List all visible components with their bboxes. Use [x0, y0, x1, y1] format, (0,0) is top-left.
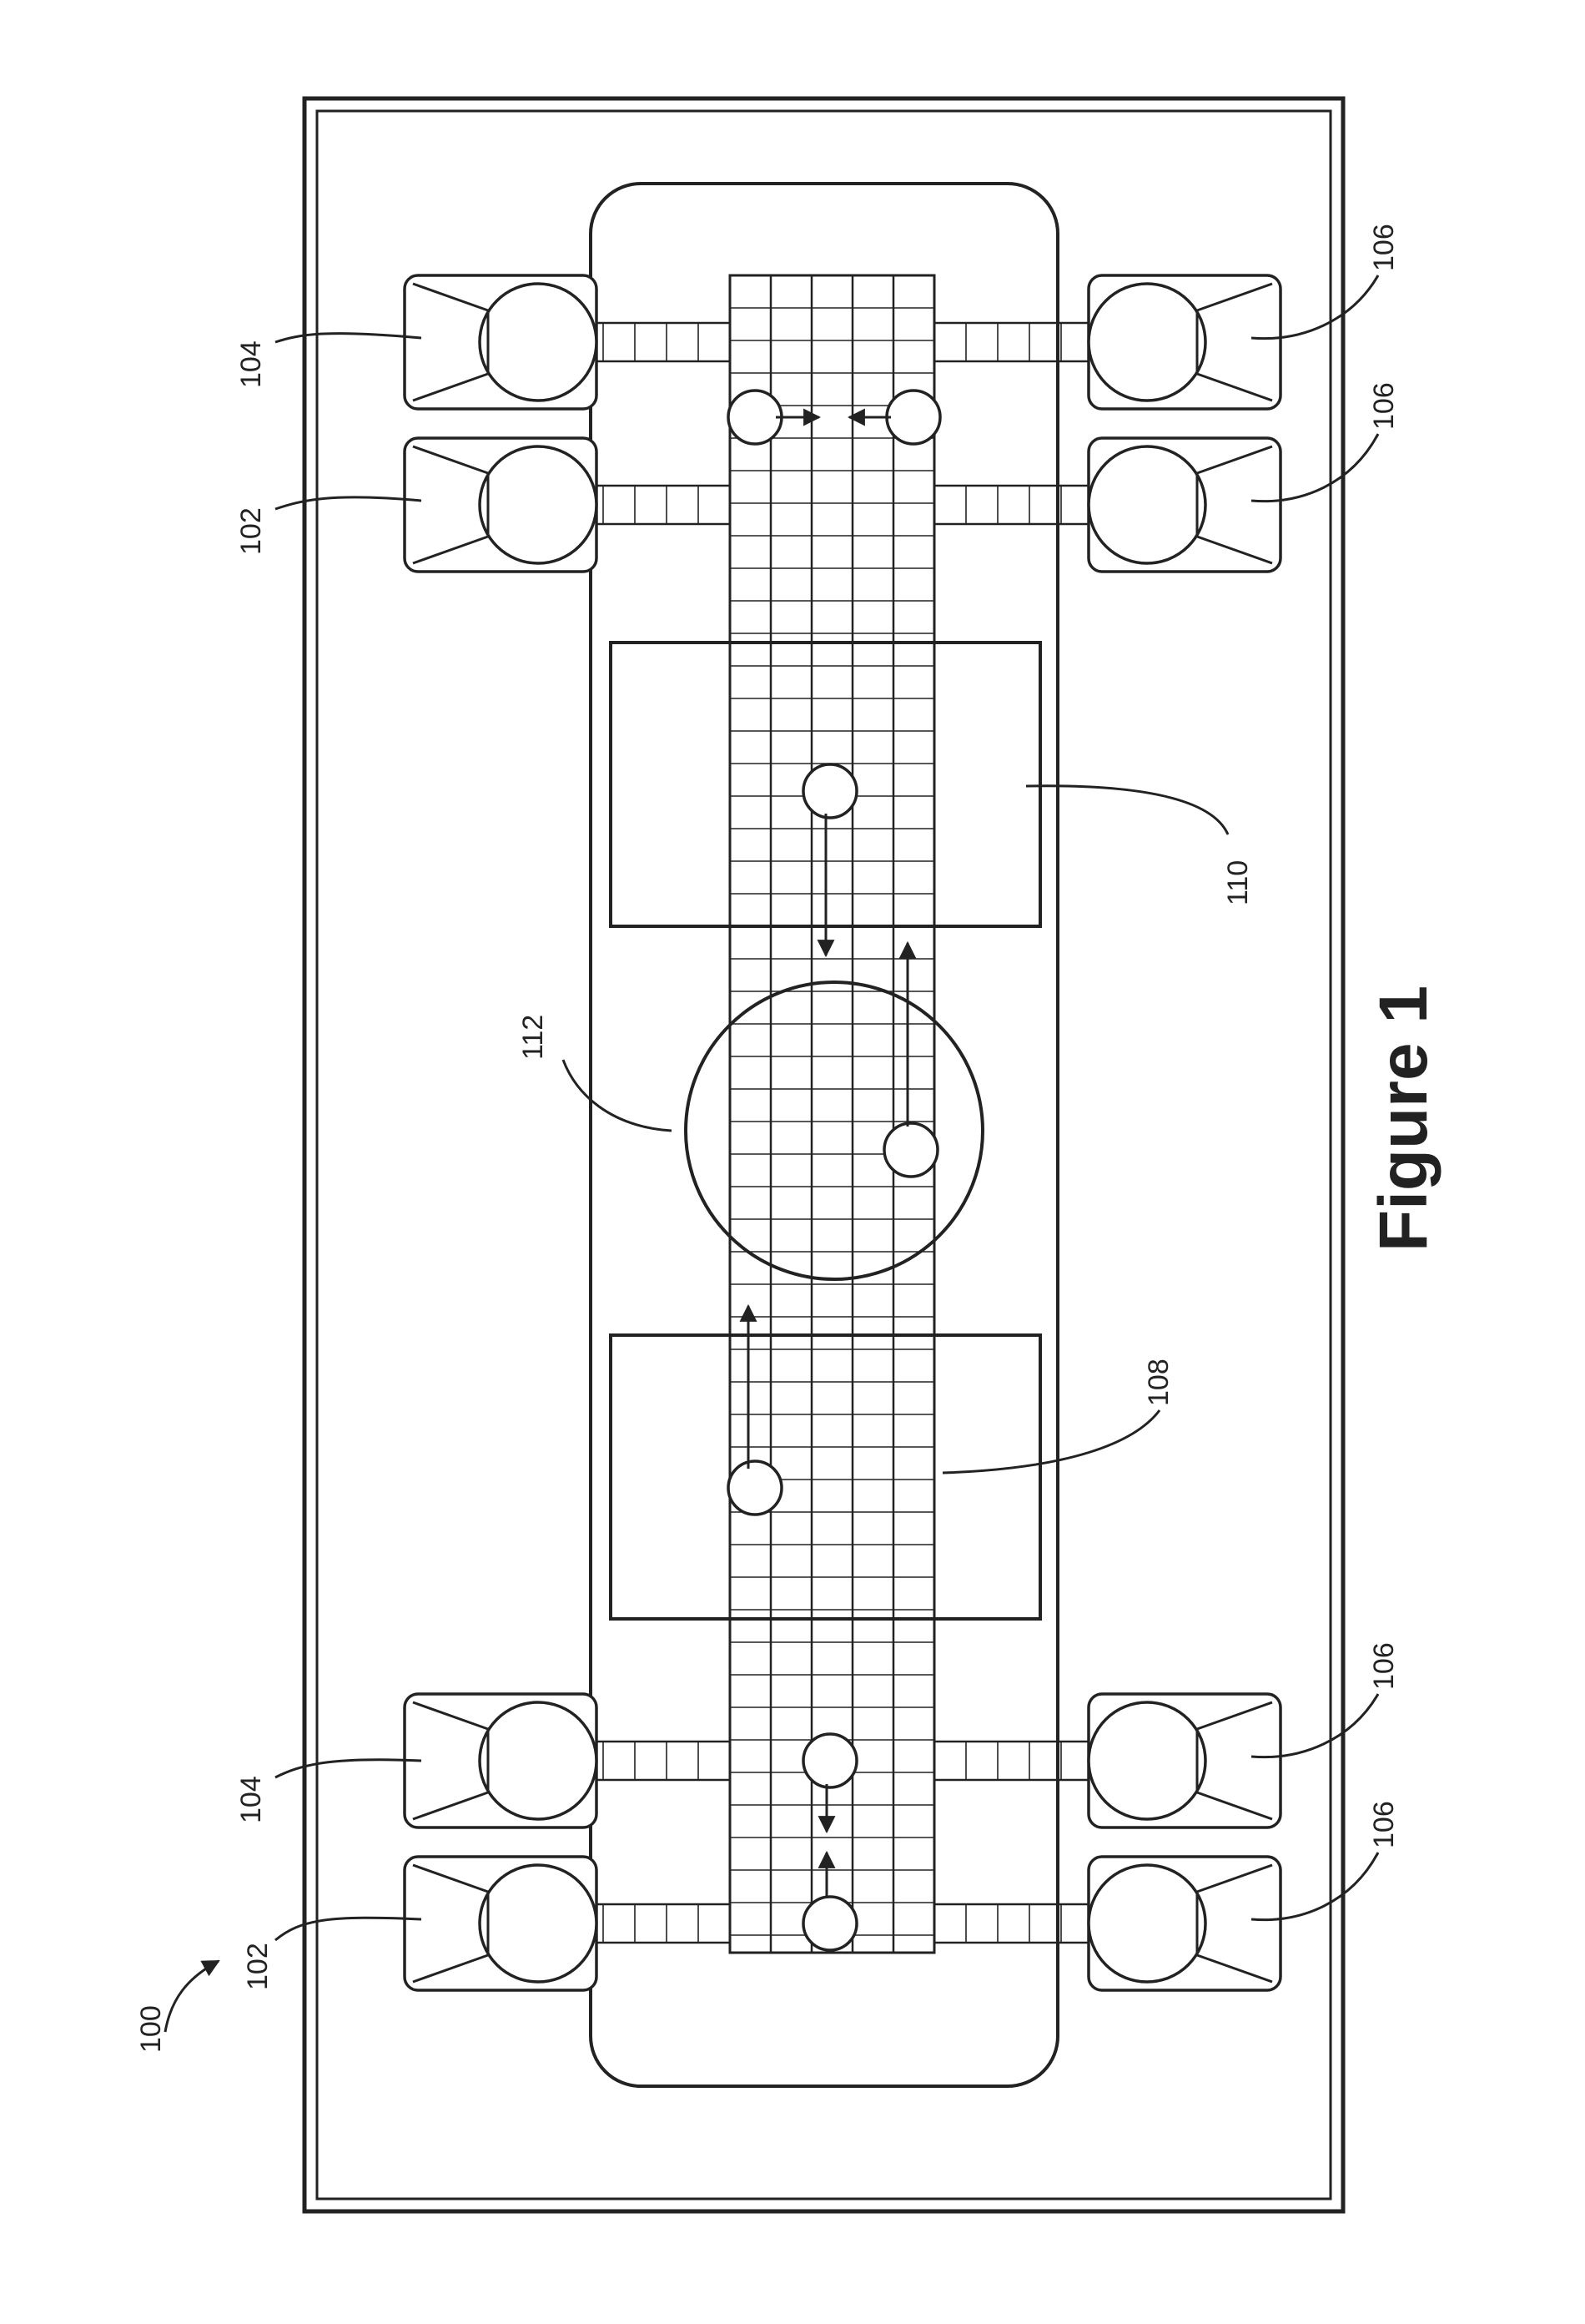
reservoir: [405, 1857, 596, 1990]
droplet: [803, 1897, 857, 1950]
label-104-bottom: 104: [235, 1776, 267, 1823]
label-102-top: 102: [235, 507, 267, 555]
side-channel: [934, 1742, 1093, 1780]
side-channel: [934, 1904, 1093, 1943]
label-112: 112: [517, 1015, 549, 1060]
label-106-top2: 106: [1368, 382, 1400, 430]
reservoirs: [405, 275, 1281, 1990]
side-channel: [934, 323, 1093, 361]
leader-102-top: [275, 497, 421, 509]
electrode-grid: [730, 275, 934, 1953]
reservoir-well: [1089, 284, 1205, 401]
droplet: [728, 1461, 782, 1515]
figure-caption: Figure 1: [1366, 986, 1442, 1252]
reservoir-well: [480, 1702, 596, 1819]
leader-104-top: [275, 334, 421, 342]
reservoir-well: [480, 284, 596, 401]
droplet: [887, 391, 940, 444]
leader-100: [165, 1961, 219, 2032]
droplets: [728, 391, 940, 1950]
reservoir-well: [1089, 446, 1205, 563]
droplet: [728, 391, 782, 444]
substrate-panel: [591, 184, 1058, 2086]
leader-104-bottom: [275, 1760, 421, 1777]
label-108: 108: [1143, 1359, 1175, 1406]
reservoir-well: [480, 1865, 596, 1982]
droplet: [803, 764, 857, 818]
side-channel: [934, 486, 1093, 524]
droplet: [884, 1123, 938, 1177]
leader-112: [563, 1060, 672, 1131]
region-108-box: [611, 1335, 1040, 1619]
leader-102-bottom: [275, 1918, 421, 1940]
reservoir-well: [1089, 1702, 1205, 1819]
label-104-top: 104: [235, 340, 267, 388]
reservoir: [1089, 1857, 1281, 1990]
label-100: 100: [135, 2005, 167, 2053]
flow-arrows: [748, 417, 908, 1898]
label-106-bottom2: 106: [1368, 1801, 1400, 1848]
side-channels: [571, 323, 1093, 1943]
label-106-bottom1: 106: [1368, 1642, 1400, 1690]
reservoir: [405, 275, 596, 409]
grid-outline: [730, 275, 934, 1953]
reservoir: [405, 1694, 596, 1827]
droplet: [803, 1734, 857, 1787]
leader-108: [943, 1410, 1160, 1473]
label-102-bottom: 102: [242, 1943, 274, 1990]
reservoir: [1089, 1694, 1281, 1827]
label-110: 110: [1222, 860, 1254, 905]
reservoir: [1089, 438, 1281, 572]
reservoir-well: [1089, 1865, 1205, 1982]
reservoir-well: [480, 446, 596, 563]
label-106-top1: 106: [1368, 224, 1400, 271]
reservoir: [1089, 275, 1281, 409]
reservoir: [405, 438, 596, 572]
